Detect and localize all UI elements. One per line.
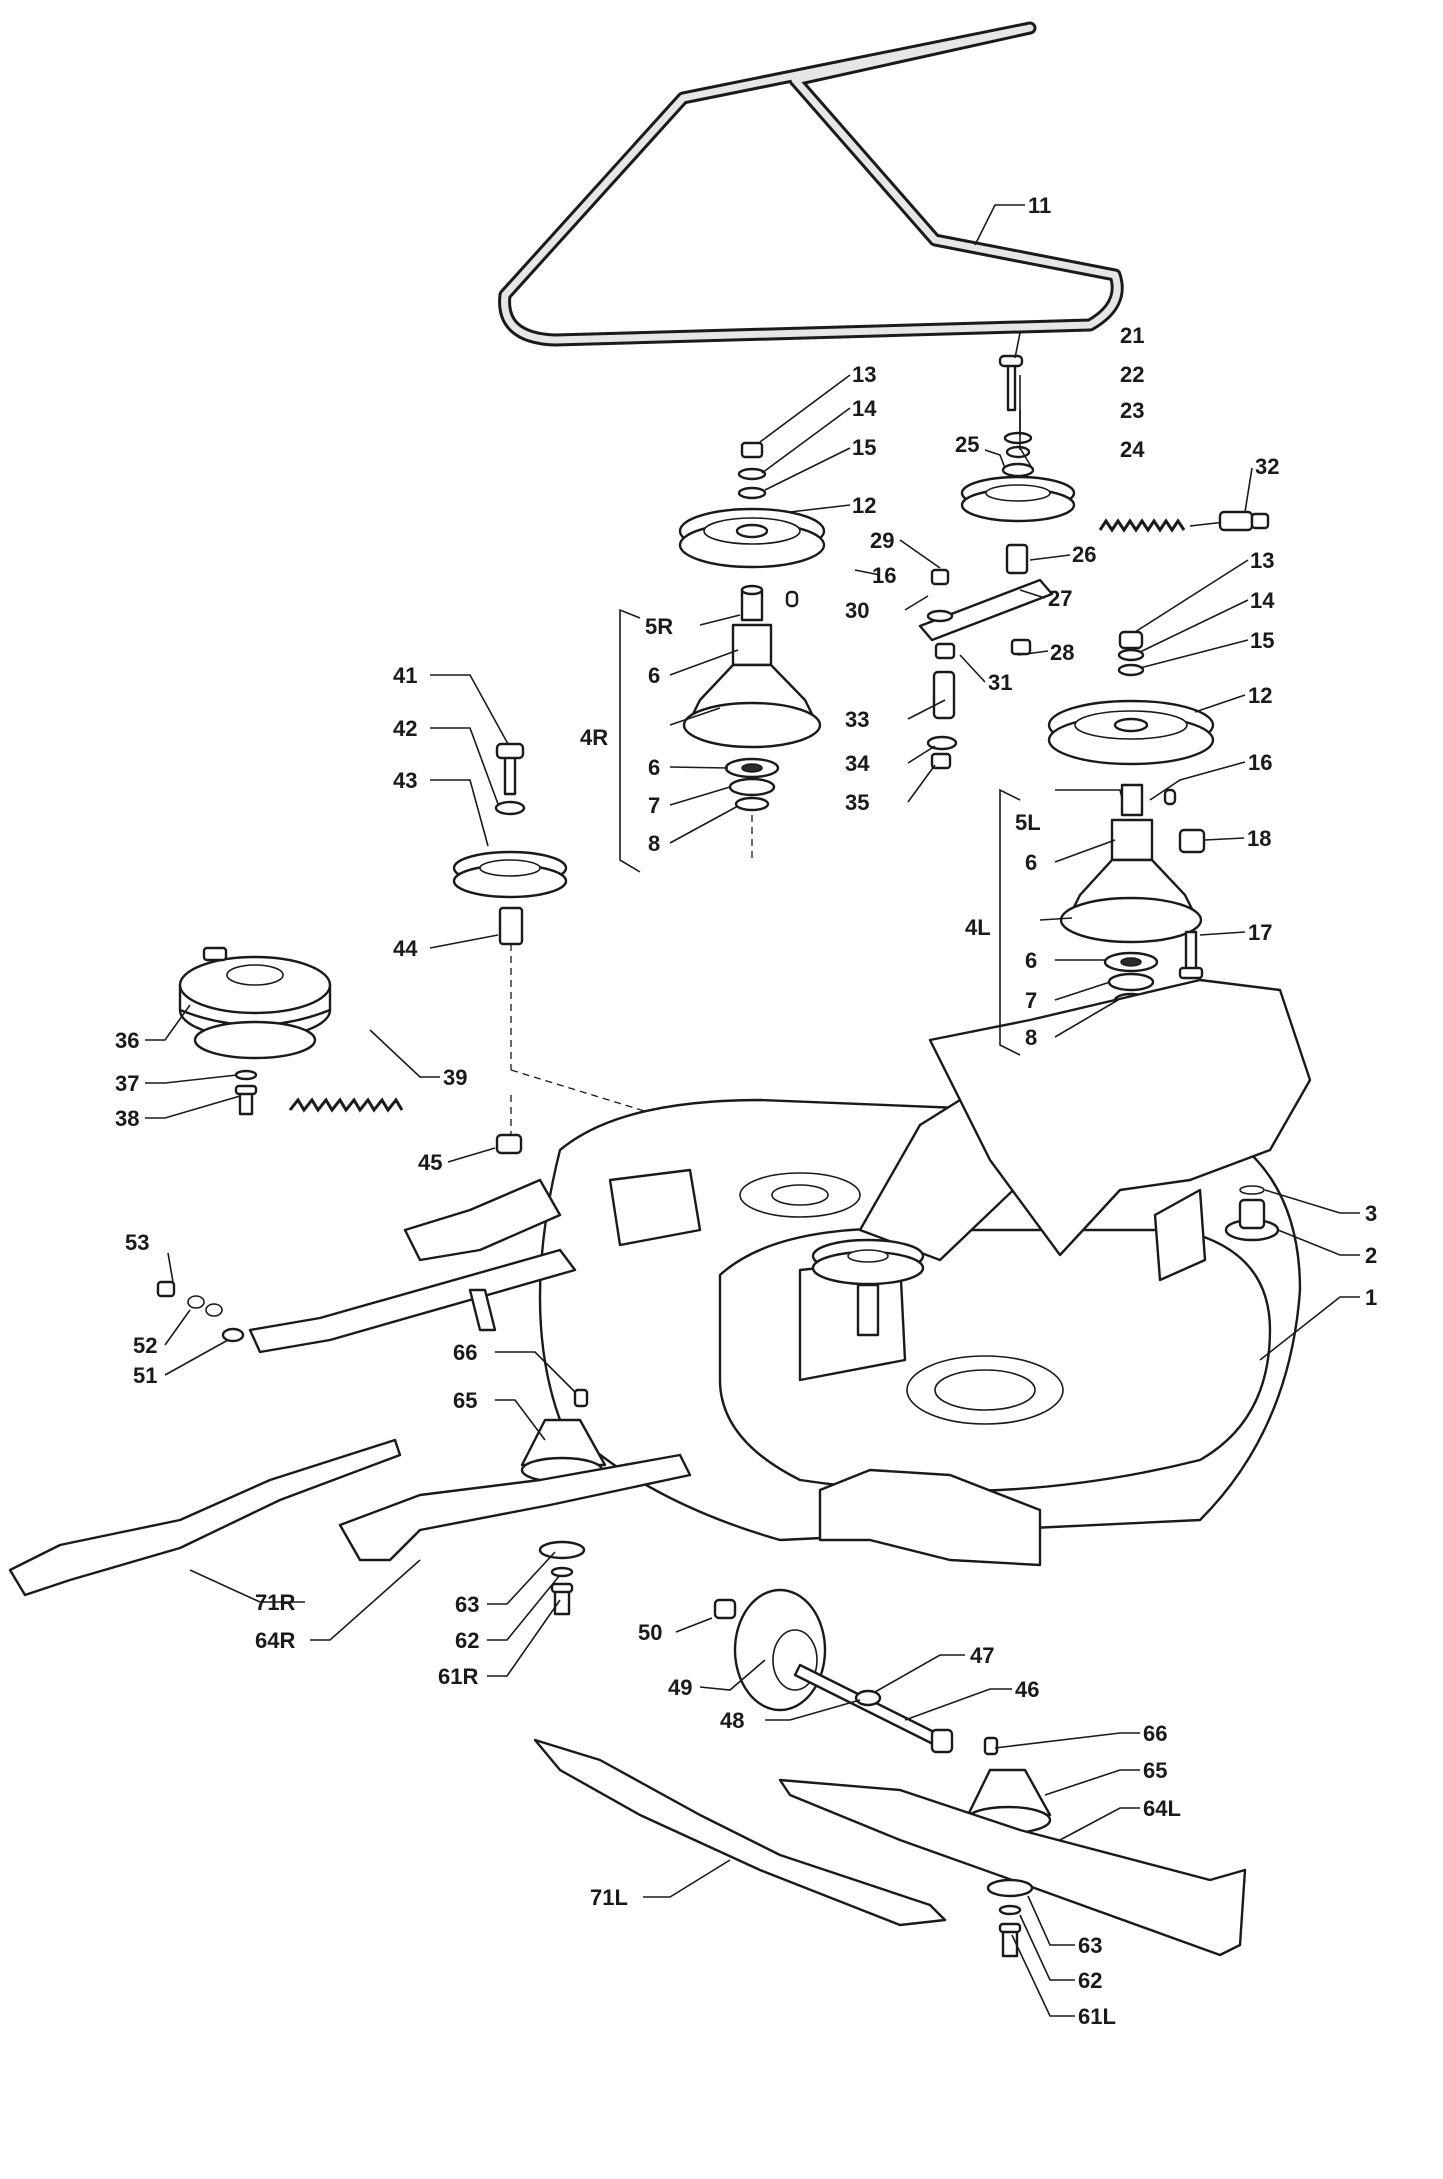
- callout-4L: 4L: [965, 915, 991, 940]
- callout-41: 41: [393, 663, 417, 688]
- callout-16b: 16: [1248, 750, 1272, 775]
- callout-17: 17: [1248, 920, 1272, 945]
- callout-32: 32: [1255, 454, 1279, 479]
- callout-44: 44: [393, 936, 418, 961]
- callout-37: 37: [115, 1071, 139, 1096]
- callout-30: 30: [845, 598, 869, 623]
- callout-47: 47: [970, 1643, 994, 1668]
- callout-6d: 6: [1025, 948, 1037, 973]
- tension-spring-cable: [1098, 510, 1270, 533]
- callout-62b: 62: [1078, 1968, 1102, 1993]
- callout-27: 27: [1048, 586, 1072, 611]
- callout-14b: 14: [1250, 588, 1275, 613]
- callout-45: 45: [418, 1150, 442, 1175]
- callout-12: 12: [852, 493, 876, 518]
- blade-bolt-right: [538, 1540, 586, 1616]
- spindle-assembly-right: [678, 441, 826, 860]
- blade-right: [8, 1438, 692, 1597]
- blade-left: [533, 1738, 1247, 1957]
- callout-64R: 64R: [255, 1628, 295, 1653]
- callout-66b: 66: [1143, 1721, 1167, 1746]
- callout-61L: 61L: [1078, 2004, 1116, 2029]
- callout-51: 51: [133, 1363, 157, 1388]
- callout-6c: 6: [1025, 850, 1037, 875]
- drive-belt: [498, 21, 1124, 347]
- callout-2: 2: [1365, 1243, 1377, 1268]
- callout-53: 53: [125, 1230, 149, 1255]
- callout-50: 50: [638, 1620, 662, 1645]
- height-adjuster: [1224, 1185, 1280, 1242]
- callout-36: 36: [115, 1028, 139, 1053]
- callout-49: 49: [668, 1675, 692, 1700]
- callout-5R: 5R: [645, 614, 673, 639]
- callout-29: 29: [870, 528, 894, 553]
- callout-43: 43: [393, 768, 417, 793]
- callout-31: 31: [988, 670, 1012, 695]
- callout-33: 33: [845, 707, 869, 732]
- callout-8b: 8: [1025, 1025, 1037, 1050]
- bracket-4L: [999, 788, 1021, 1056]
- callout-64L: 64L: [1143, 1796, 1181, 1821]
- callout-39: 39: [443, 1065, 467, 1090]
- blade-hub-left: [964, 1736, 1052, 1835]
- callout-21: 21: [1120, 323, 1144, 348]
- callout-28: 28: [1050, 640, 1074, 665]
- callout-12b: 12: [1248, 683, 1272, 708]
- callout-65: 65: [453, 1388, 477, 1413]
- leader-lines: [145, 204, 1360, 2017]
- callout-13: 13: [852, 362, 876, 387]
- pto-clutch: [178, 946, 332, 1116]
- callout-34: 34: [845, 751, 870, 776]
- deck-hanger-arm: [156, 1168, 702, 1354]
- callout-38: 38: [115, 1106, 139, 1131]
- deck-pulley: [811, 1238, 925, 1337]
- callout-63: 63: [455, 1592, 479, 1617]
- callout-4R: 4R: [580, 725, 608, 750]
- callout-42: 42: [393, 716, 417, 741]
- callout-52: 52: [133, 1333, 157, 1358]
- deck-spring: [288, 1097, 404, 1113]
- callout-61R: 61R: [438, 1664, 478, 1689]
- callout-26: 26: [1072, 542, 1096, 567]
- callout-16: 16: [872, 563, 896, 588]
- callout-18: 18: [1247, 826, 1271, 851]
- idler-bolt-stack: [926, 670, 958, 770]
- callout-7b: 7: [1025, 988, 1037, 1013]
- blade-bolt-left: [986, 1878, 1034, 1958]
- callout-65b: 65: [1143, 1758, 1167, 1783]
- callout-11: 11: [1028, 193, 1051, 218]
- idler-pulley-upper: [918, 354, 1076, 660]
- nut-45: [495, 1133, 523, 1155]
- callout-8: 8: [648, 831, 660, 856]
- callout-3: 3: [1365, 1201, 1377, 1226]
- anti-scalp-wheel: [713, 1588, 954, 1754]
- callout-35: 35: [845, 790, 869, 815]
- callout-15b: 15: [1250, 628, 1274, 653]
- callout-6b: 6: [648, 755, 660, 780]
- callout-48: 48: [720, 1708, 744, 1733]
- callout-66: 66: [453, 1340, 477, 1365]
- callout-22: 22: [1120, 362, 1144, 387]
- bracket-4R: [619, 608, 641, 873]
- spindle-assembly-left: [1047, 630, 1215, 1055]
- callout-25: 25: [955, 432, 979, 457]
- callout-71R: 71R: [255, 1590, 295, 1615]
- callout-63b: 63: [1078, 1933, 1102, 1958]
- callout-15: 15: [852, 435, 876, 460]
- callout-24: 24: [1120, 437, 1145, 462]
- callout-7: 7: [648, 793, 660, 818]
- callout-62: 62: [455, 1628, 479, 1653]
- callout-1: 1: [1365, 1285, 1377, 1310]
- callout-14: 14: [852, 396, 877, 421]
- callout-13b: 13: [1250, 548, 1274, 573]
- callout-5L: 5L: [1015, 810, 1041, 835]
- callout-46: 46: [1015, 1677, 1039, 1702]
- callout-71L: 71L: [590, 1885, 628, 1910]
- callout-23: 23: [1120, 398, 1144, 423]
- callout-6: 6: [648, 663, 660, 688]
- callout-labels: 11 21 22 23 24 25 32 13 14 15 12 29 16 2…: [115, 193, 1377, 2029]
- cutting-deck: [538, 978, 1312, 1567]
